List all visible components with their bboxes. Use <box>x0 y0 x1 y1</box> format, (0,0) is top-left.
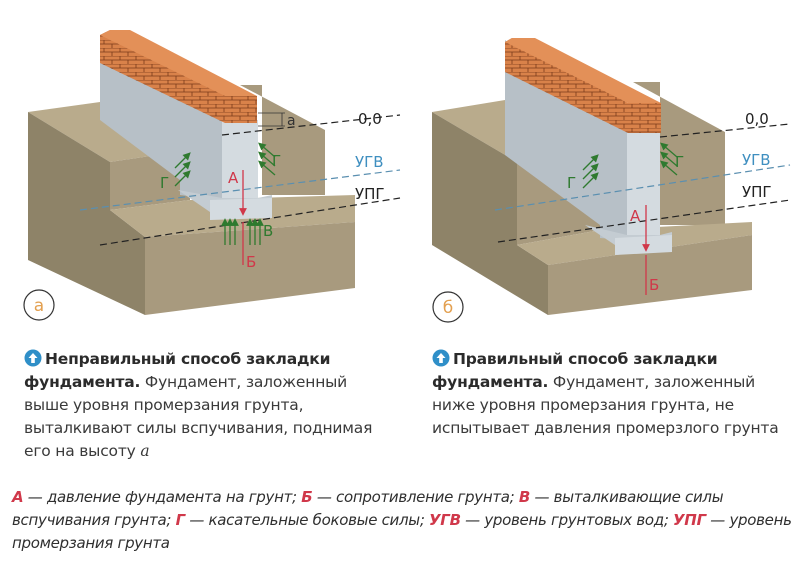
caption-correct: Правильный способ закладки фундамента. Ф… <box>432 348 792 440</box>
tangential-arrows-right <box>660 142 678 176</box>
legend-key: В <box>518 488 531 506</box>
legend-text: — сопротивление грунта; <box>312 488 519 506</box>
diagram-a: а 0,0 УГВ УПГ А Б В Г Г а <box>23 30 401 321</box>
legend-text: — уровень промерзания грунта <box>12 511 792 552</box>
soil-main-front <box>548 235 752 315</box>
legend-key: Г <box>175 511 186 529</box>
level-label-groundwater: УГВ <box>742 151 771 169</box>
caption-title: Правильный способ закладки фундамента. <box>432 350 718 391</box>
force-label-tangential-left: Г <box>567 174 576 192</box>
brick-wall-top <box>505 38 661 103</box>
caption-body: Фундамент, заложенный выше уровня промер… <box>24 373 373 460</box>
legend-key: УГВ <box>429 511 461 529</box>
force-label-tangential-left: Г <box>160 174 169 192</box>
soil-block-back <box>633 82 725 225</box>
diagram-badge-b-label: б <box>443 298 453 318</box>
level-line-zero <box>221 114 401 136</box>
arrow-up-circle-icon <box>24 349 42 367</box>
level-label-zero: 0,0 <box>358 110 382 128</box>
foundation-footing-front <box>210 198 272 220</box>
dimension-label: а <box>287 113 296 129</box>
legend-key: УПГ <box>673 511 706 529</box>
foundation-diagram: а 0,0 УГВ УПГ А Б В Г Г а <box>23 30 791 323</box>
brick-wall-front <box>225 96 257 123</box>
soil-main-front <box>145 222 355 315</box>
diagram-b: 0,0 УГВ УПГ А Б Г Г б <box>432 38 791 323</box>
force-label-tangential-right: Г <box>675 153 684 171</box>
level-line-groundwater <box>79 169 401 211</box>
level-label-zero: 0,0 <box>745 110 769 128</box>
level-label-frost: УПГ <box>355 185 385 203</box>
diagram-badge-a <box>23 289 55 321</box>
legend-text: — выталкивающие силы вспучивания грунта; <box>12 488 724 529</box>
force-label-pressure: А <box>630 207 641 225</box>
brick-wall-side <box>505 38 628 133</box>
foundation-footing-front <box>615 235 672 255</box>
legend-text: — уровень грунтовых вод; <box>460 511 674 529</box>
soil-main-side <box>28 112 145 315</box>
tangential-arrows-left <box>174 152 191 187</box>
caption-emphasis: a <box>140 442 150 460</box>
foundation-wall-side <box>505 40 627 240</box>
foundation-wall-front <box>222 120 258 200</box>
brick-wall-side <box>100 30 225 123</box>
diagram-badge-a-label: а <box>34 296 44 316</box>
soil-right-face <box>262 130 325 195</box>
level-label-frost: УПГ <box>742 183 772 201</box>
force-label-heave: В <box>263 222 273 240</box>
caption-body: Фундамент, заложенный ниже уровня промер… <box>432 373 779 437</box>
tangential-arrows-left <box>582 154 599 189</box>
force-label-tangential-right: Г <box>272 152 281 170</box>
brick-wall-front <box>628 103 661 133</box>
legend-text: — давление фундамента на грунт; <box>23 488 302 506</box>
diagram-badge-b <box>432 291 464 323</box>
brick-wall-top <box>100 30 257 96</box>
legend-text: — касательные боковые силы; <box>184 511 430 529</box>
level-label-groundwater: УГВ <box>355 153 384 171</box>
arrow-up-circle-icon <box>432 349 450 367</box>
tangential-arrows-right <box>258 142 276 176</box>
legend-key: А <box>12 488 24 506</box>
force-label-resistance: Б <box>246 253 256 271</box>
force-label-resistance: Б <box>649 276 659 294</box>
level-line-frost <box>99 197 401 246</box>
soil-main-side <box>432 112 548 315</box>
legend: А — давление фундамента на грунт; Б — со… <box>12 486 792 555</box>
level-line-frost <box>497 199 791 243</box>
level-line-groundwater <box>494 164 791 211</box>
caption-title: Неправильный способ закладки фундамента. <box>24 350 331 391</box>
force-label-pressure: А <box>228 169 239 187</box>
legend-key: Б <box>301 488 313 506</box>
caption-incorrect: Неправильный способ закладки фундамента.… <box>24 348 384 463</box>
heave-arrows <box>221 218 264 245</box>
